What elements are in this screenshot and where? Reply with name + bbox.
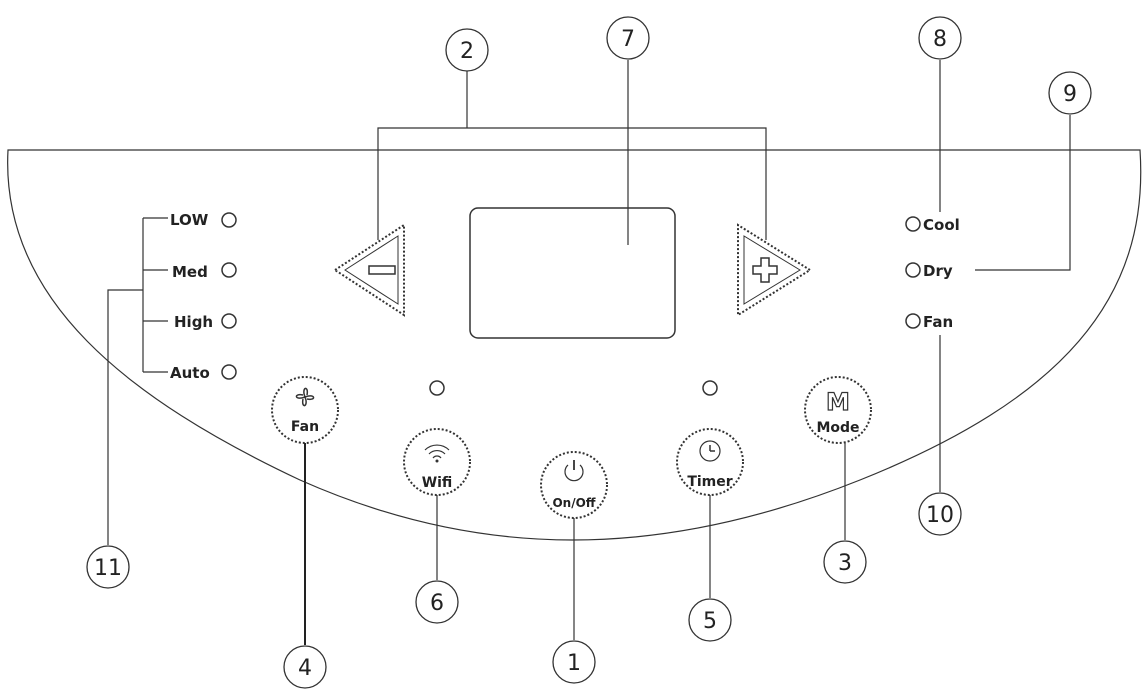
svg-text:7: 7 xyxy=(621,27,635,52)
fan-button[interactable]: Fan xyxy=(271,376,339,444)
mode-button-label: Mode xyxy=(816,420,859,436)
clock-icon xyxy=(699,440,721,462)
callout-2: 2 xyxy=(445,28,489,72)
callout-4: 4 xyxy=(283,645,327,689)
callout-7: 7 xyxy=(606,16,650,60)
timer-button-label: Timer xyxy=(687,474,732,490)
callout-6: 6 xyxy=(415,580,459,624)
svg-text:3: 3 xyxy=(838,551,852,576)
svg-text:2: 2 xyxy=(460,39,474,64)
fan-speed-med-led xyxy=(221,262,237,278)
mode-dry-label: Dry xyxy=(923,262,953,280)
svg-text:5: 5 xyxy=(703,609,717,634)
power-icon xyxy=(564,460,584,482)
timer-indicator-led xyxy=(702,380,718,396)
mode-button[interactable]: M Mode xyxy=(804,376,872,444)
minus-button[interactable] xyxy=(333,223,405,317)
svg-text:4: 4 xyxy=(298,656,312,681)
fan-button-label: Fan xyxy=(291,419,319,435)
fan-icon xyxy=(295,387,315,407)
power-button-label: On/Off xyxy=(552,496,595,510)
fan-speed-list: LOW Med High Auto xyxy=(142,211,237,382)
svg-text:11: 11 xyxy=(94,556,122,581)
minus-icon xyxy=(368,265,396,275)
mode-fan-led xyxy=(905,313,921,329)
mode-fan-label: Fan xyxy=(923,313,953,331)
wifi-button[interactable]: Wifi xyxy=(403,428,471,496)
fan-speed-low-led xyxy=(221,212,237,228)
svg-text:10: 10 xyxy=(926,503,954,528)
callout-9: 9 xyxy=(1048,71,1092,115)
fan-speed-auto-led xyxy=(221,364,237,380)
callout-3: 3 xyxy=(823,540,867,584)
callout-2-bracket xyxy=(377,127,767,240)
wifi-button-label: Wifi xyxy=(422,475,453,491)
wifi-icon xyxy=(424,444,450,463)
panel-outline xyxy=(7,149,1142,541)
timer-button[interactable]: Timer xyxy=(676,428,744,496)
svg-text:1: 1 xyxy=(567,651,581,676)
plus-button[interactable] xyxy=(737,223,812,317)
svg-text:9: 9 xyxy=(1063,82,1077,107)
fan-speed-low-label: LOW xyxy=(170,211,209,229)
fan-speed-high-led xyxy=(221,313,237,329)
mode-cool-led xyxy=(905,216,921,232)
wifi-indicator-led xyxy=(429,380,445,396)
svg-text:8: 8 xyxy=(933,27,947,52)
plus-icon xyxy=(752,257,778,283)
callout-11: 11 xyxy=(86,545,130,589)
display-screen xyxy=(469,207,676,339)
mode-cool-label: Cool xyxy=(923,216,960,234)
mode-list: Cool Dry Fan xyxy=(905,216,960,331)
callout-8: 8 xyxy=(918,16,962,60)
svg-text:6: 6 xyxy=(430,591,444,616)
power-button[interactable]: On/Off xyxy=(540,451,608,519)
callout-10: 10 xyxy=(918,492,962,536)
callout-5: 5 xyxy=(688,598,732,642)
fan-speed-auto-label: Auto xyxy=(170,364,210,382)
callout-1: 1 xyxy=(552,640,596,684)
mode-dry-led xyxy=(905,262,921,278)
fan-speed-high-label: High xyxy=(174,313,213,331)
fan-speed-med-label: Med xyxy=(172,263,208,281)
m-letter-icon: M xyxy=(826,388,850,416)
